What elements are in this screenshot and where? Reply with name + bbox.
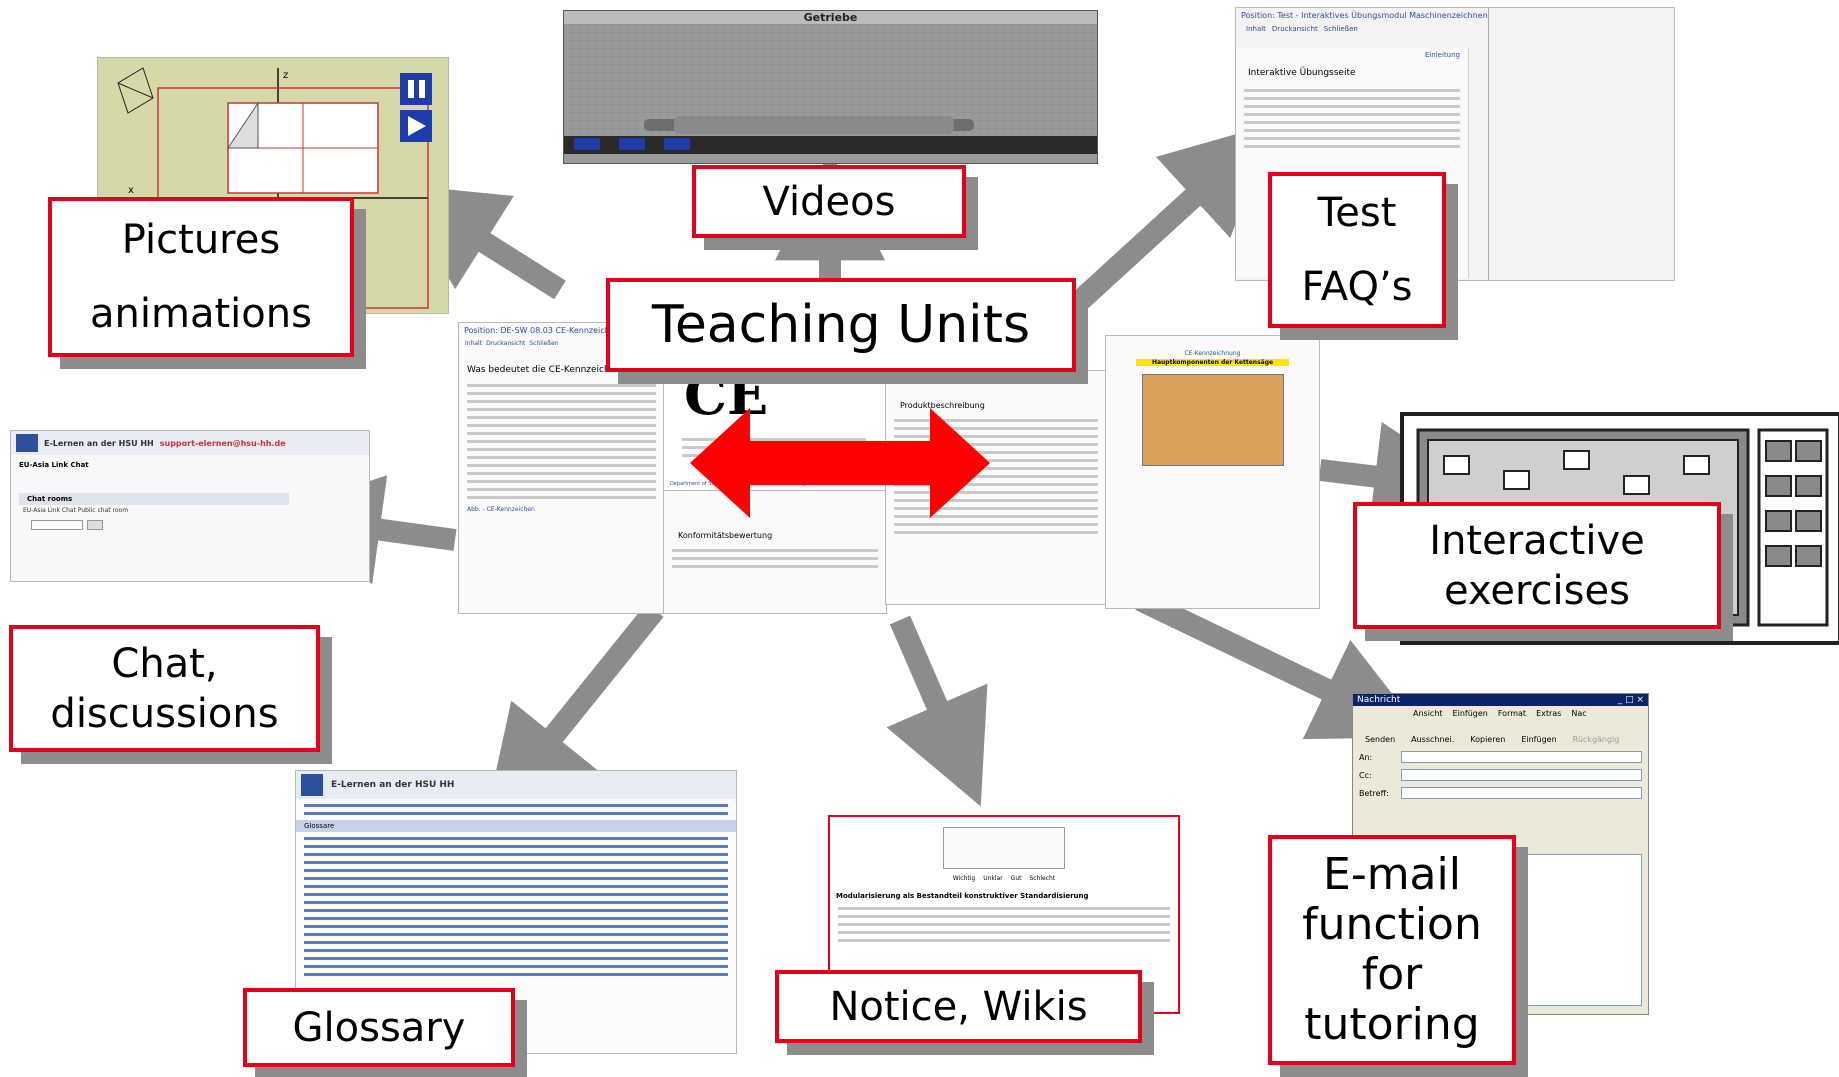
cut-button[interactable]: Ausschnei. (1411, 735, 1455, 744)
paste-button[interactable]: Einfügen (1521, 735, 1557, 744)
cc-field[interactable] (1401, 769, 1642, 781)
chainsaw-kennz: CE-Kennzeichnung (1184, 350, 1241, 357)
chat-support[interactable]: support-elernen@hsu-hh.de (159, 438, 286, 448)
product-screenshot: Produktbeschreibung (885, 370, 1107, 605)
tab-inhalt[interactable]: Inhalt (1246, 25, 1266, 33)
ce-mark: CE (684, 363, 769, 427)
glossary-label: Glossary (243, 988, 515, 1067)
menu-nac[interactable]: Nac (1571, 709, 1587, 718)
option-schlecht[interactable]: Schlecht (1029, 875, 1056, 882)
option-unklar[interactable]: Unklar (983, 875, 1003, 882)
svg-text:x: x (128, 185, 134, 196)
chat-screenshot: E-Lernen an der HSU HH support-elernen@h… (10, 430, 370, 582)
ilias-logo (301, 774, 323, 796)
window-controls[interactable]: _ □ × (1617, 695, 1644, 705)
test-heading: Interaktive Übungsseite (1248, 68, 1356, 78)
subject-label: Betreff: (1359, 788, 1389, 798)
chat-rooms-label: Chat rooms (19, 493, 289, 505)
tab-druckansicht[interactable]: Druckansicht (1271, 25, 1318, 33)
to-field[interactable] (1401, 751, 1642, 763)
ce-tab-schliessen[interactable]: Schließen (529, 340, 559, 347)
ce-link[interactable]: Abb. - CE-Kennzeichen (467, 506, 535, 513)
chainsaw-screenshot: CE-Kennzeichnung Hauptkomponenten der Ke… (1105, 335, 1320, 609)
arrow-to-notice (886, 615, 988, 807)
chat-room-title: EU-Asia Link Chat (19, 461, 89, 469)
chat-label: Chat,discussions (9, 625, 320, 752)
notice-label: Notice, Wikis (775, 970, 1142, 1043)
menu-extras[interactable]: Extras (1536, 709, 1562, 718)
chainsaw-title: Hauptkomponenten der Kettensäge (1136, 359, 1289, 366)
test-intro-link[interactable]: Einleitung (1424, 51, 1460, 59)
menu-ansicht[interactable]: Ansicht (1413, 709, 1443, 718)
chat-brand: E-Lernen an der HSU HH (44, 438, 154, 448)
glossary-header: Glossare (296, 820, 736, 832)
play-icon[interactable] (400, 110, 432, 142)
to-label: An: (1359, 752, 1373, 762)
chainsaw-image (1141, 374, 1284, 466)
test-header: Position: Test - Interaktives Übungsmodu… (1241, 11, 1488, 20)
chat-ok-button[interactable] (87, 520, 103, 530)
option-wichtig[interactable]: Wichtig (952, 875, 976, 882)
send-button[interactable]: Senden (1365, 735, 1396, 744)
conformity-screenshot: Konformitätsbewertung (663, 490, 887, 614)
menu-format[interactable]: Format (1497, 709, 1527, 718)
glossary-screenshot: E-Lernen an der HSU HH Glossare (295, 770, 737, 1054)
pause-icon[interactable] (400, 73, 432, 105)
double-arrow (690, 408, 990, 518)
video-screenshot: Getriebe (563, 10, 1098, 164)
video-title: Getriebe (564, 11, 1097, 24)
arrow-to-email (1135, 590, 1426, 740)
tab-schliessen[interactable]: Schließen (1323, 25, 1358, 33)
ce-question: Was bedeutet die CE-Kennzeichnung ? (467, 365, 641, 375)
chat-input[interactable] (31, 520, 83, 530)
video-frame (564, 24, 1097, 154)
videos-label: Videos (692, 165, 966, 238)
ce-tab-inhalt[interactable]: Inhalt (465, 340, 483, 347)
option-gut[interactable]: Gut (1010, 875, 1022, 882)
notice-heading: Modularisierung als Bestandteil konstruk… (836, 892, 1089, 900)
menu-einfuegen[interactable]: Einfügen (1452, 709, 1488, 718)
chat-public-room[interactable]: EU-Asia Link Chat Public chat room (23, 507, 129, 514)
svg-text:z: z (283, 70, 288, 81)
conformity-heading: Konformitätsbewertung (678, 531, 773, 540)
ce-header: Position: DE-SW 08.03 CE-Kennzeichnung (464, 326, 631, 335)
ilias-logo (16, 434, 38, 452)
ce-screenshot: Position: DE-SW 08.03 CE-Kennzeichnung I… (458, 322, 665, 614)
product-heading: Produktbeschreibung (900, 401, 985, 410)
ce-tab-druck[interactable]: Druckansicht (486, 340, 526, 347)
teaching-units-label: Teaching Units (606, 278, 1076, 372)
copy-button[interactable]: Kopieren (1470, 735, 1506, 744)
arrow-to-glossary (485, 603, 664, 821)
cc-label: Cc: (1359, 770, 1372, 780)
undo-button[interactable]: Rückgängig (1572, 735, 1620, 744)
glossary-brand: E-Lernen an der HSU HH (331, 780, 455, 790)
arrow-to-test (1062, 123, 1275, 319)
subject-field[interactable] (1401, 787, 1642, 799)
email-title: Nachricht (1357, 695, 1401, 705)
